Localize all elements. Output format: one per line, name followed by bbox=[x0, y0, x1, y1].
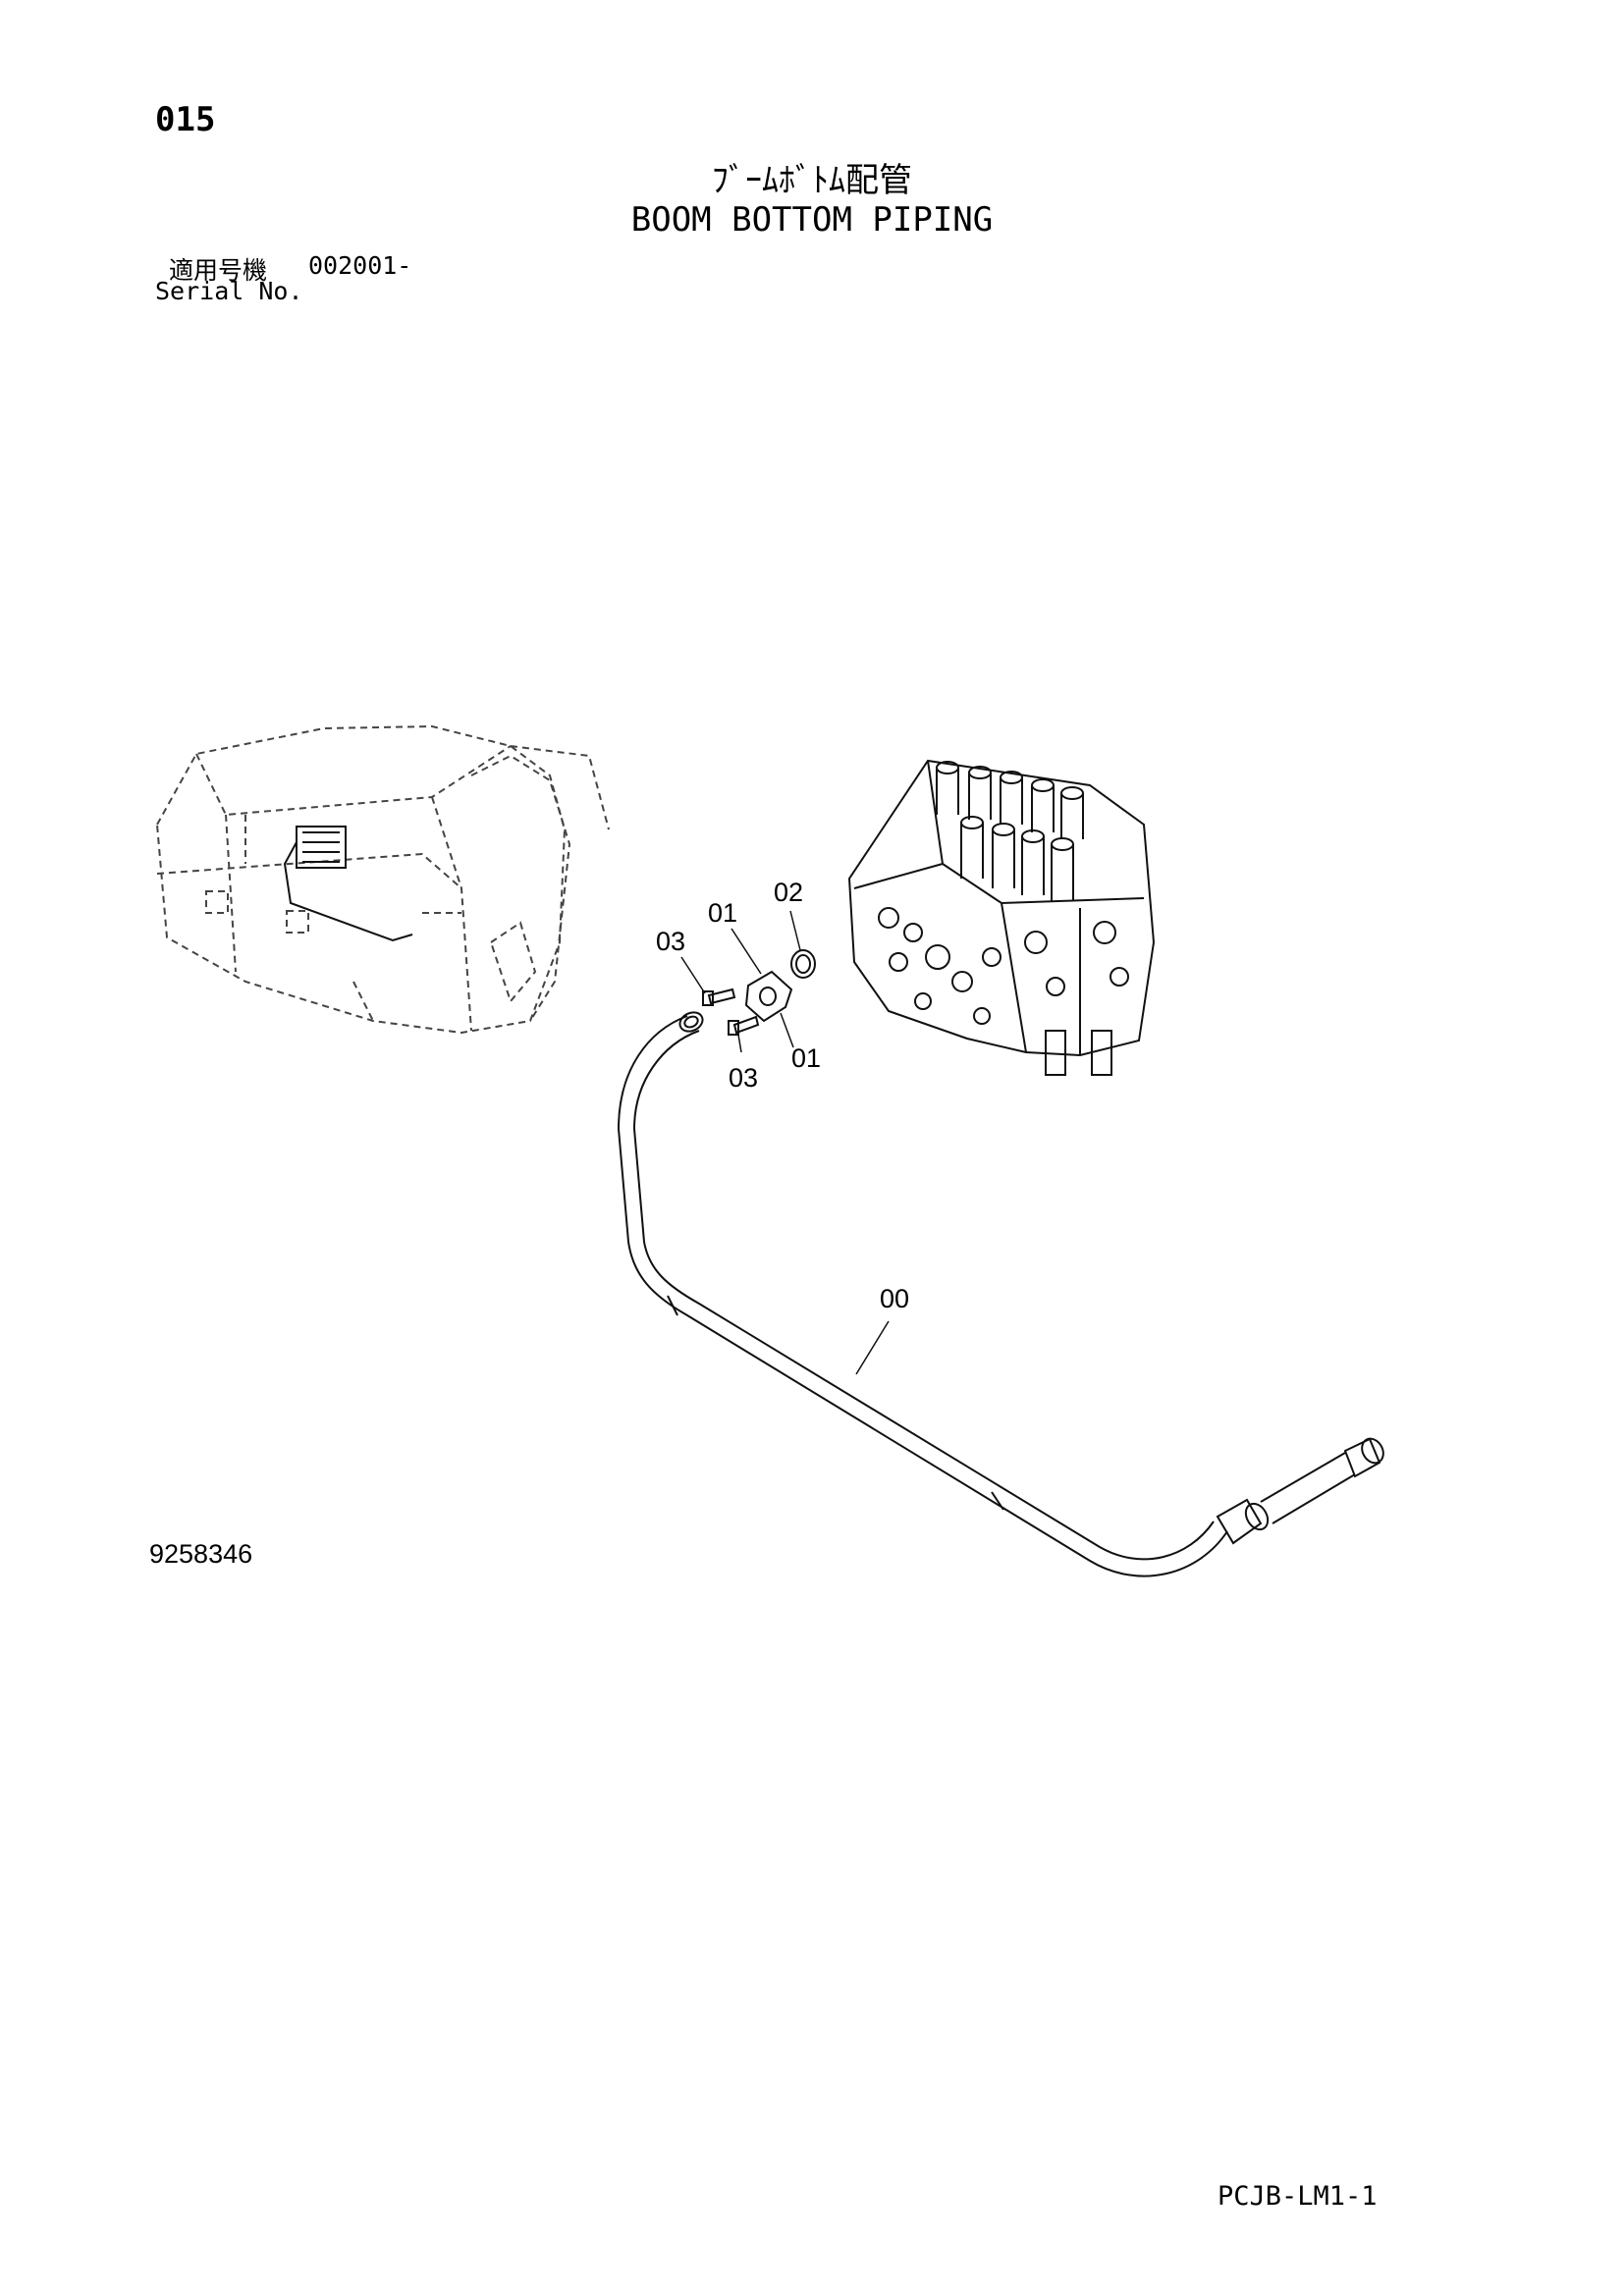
boom-bottom-pipe-part-00 bbox=[617, 1011, 1384, 1577]
page-number: 015 bbox=[155, 100, 216, 139]
page-title-japanese: ﾌﾞｰﾑﾎﾞﾄﾑ配管 bbox=[712, 161, 912, 200]
split-flange-part-01 bbox=[744, 970, 793, 1023]
figure-number: 9258346 bbox=[149, 1539, 253, 1569]
page-title-english: BOOM BOTTOM PIPING bbox=[630, 200, 994, 240]
callout-03-lower: 03 bbox=[729, 1063, 758, 1093]
o-ring-part-02 bbox=[790, 949, 816, 979]
callout-leader-lines bbox=[680, 910, 890, 1375]
document-code: PCJB-LM1-1 bbox=[1218, 2181, 1378, 2212]
callout-00: 00 bbox=[880, 1284, 909, 1313]
control-valve-location-marker bbox=[283, 826, 413, 942]
serial-label-japanese: 適用号機 bbox=[169, 256, 268, 285]
callout-01-upper: 01 bbox=[708, 898, 737, 928]
bolt-part-03 bbox=[702, 988, 760, 1036]
serial-label-english: Serial No. bbox=[155, 277, 303, 305]
excavator-outline-illustration bbox=[155, 724, 610, 1035]
callout-01-lower: 01 bbox=[791, 1043, 821, 1073]
callout-03-upper: 03 bbox=[656, 927, 685, 956]
callout-02: 02 bbox=[774, 878, 803, 907]
main-control-valve-illustration bbox=[847, 759, 1156, 1076]
serial-range-value: 002001- bbox=[308, 251, 412, 280]
